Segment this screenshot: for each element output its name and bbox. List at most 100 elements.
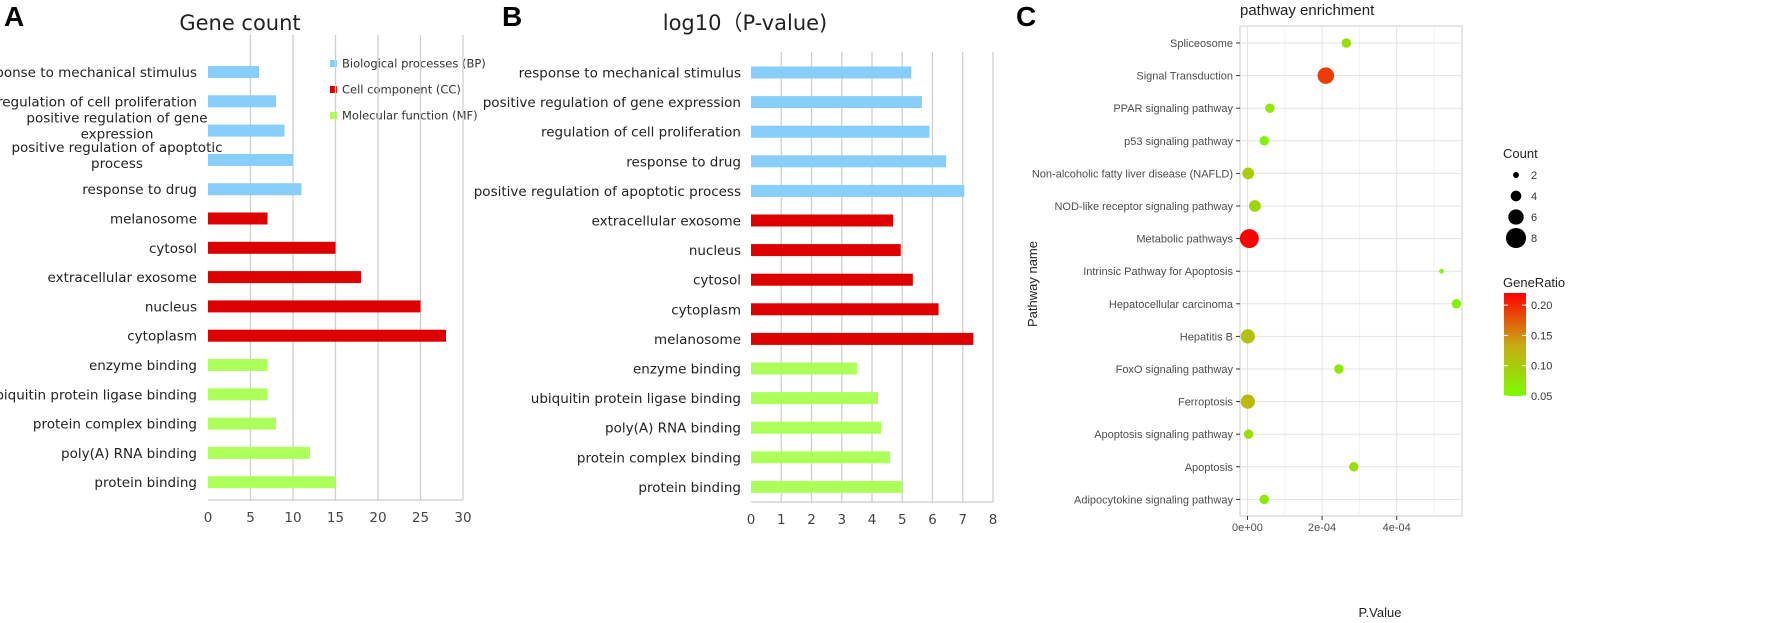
x-tick-label: 2: [807, 512, 816, 528]
count-legend-label: 6: [1531, 212, 1537, 224]
data-point: [1240, 329, 1255, 344]
x-tick-label: 0: [747, 512, 756, 528]
bar: [208, 183, 302, 196]
x-tick-label: 7: [958, 512, 967, 528]
data-point: [1317, 67, 1335, 84]
x-tick-label: 30: [454, 510, 471, 526]
category-label: regulation of cell proliferation: [541, 125, 741, 141]
count-legend-title: Count: [1503, 146, 1538, 161]
pathway-label: PPAR signaling pathway: [1113, 103, 1233, 115]
data-point: [1341, 38, 1352, 48]
x-tick-label: 0: [204, 510, 213, 526]
category-label: regulation of cell proliferation: [0, 94, 197, 110]
pathway-label: Signal Transduction: [1136, 71, 1233, 83]
pathway-label: Apoptosis: [1185, 462, 1234, 474]
category-label: protein complex binding: [577, 450, 741, 466]
colorbar-tick-label: 0.10: [1531, 361, 1552, 373]
x-tick-label: 2e-04: [1308, 522, 1336, 534]
panel-c: C pathway enrichment P.Value Pathway nam…: [1016, 1, 1565, 620]
bar: [751, 392, 879, 405]
bar: [751, 273, 913, 286]
x-tick-label: 3: [837, 512, 846, 528]
bar: [208, 388, 268, 401]
pathway-label: Intrinsic Pathway for Apoptosis: [1083, 266, 1233, 278]
colorbar-tick-label: 0.15: [1531, 330, 1552, 342]
data-point: [1349, 462, 1359, 472]
bar: [751, 362, 857, 375]
x-tick-label: 20: [369, 510, 386, 526]
category-label: poly(A) RNA binding: [61, 446, 197, 462]
bar: [208, 212, 268, 225]
panel-b-title: log10（P-value): [663, 11, 828, 35]
pathway-label: Hepatitis B: [1180, 331, 1233, 343]
x-tick-label: 25: [412, 510, 429, 526]
pathway-label: p53 signaling pathway: [1124, 136, 1233, 148]
bar: [751, 96, 922, 109]
count-legend-label: 8: [1531, 233, 1537, 245]
pathway-label: Non-alcoholic fatty liver disease (NAFLD…: [1032, 168, 1233, 180]
bar: [208, 66, 259, 78]
colorbar-tick-label: 0.05: [1531, 391, 1552, 403]
x-tick-label: 4: [868, 512, 877, 528]
category-label: ubiquitin protein ligase binding: [0, 387, 197, 403]
bar: [751, 214, 894, 227]
category-label: protein binding: [94, 475, 197, 491]
data-point: [1259, 136, 1269, 146]
bar: [208, 95, 276, 108]
colorbar-tick-label: 0.20: [1531, 300, 1552, 312]
legend-swatch: [330, 60, 337, 67]
x-tick-label: 1: [777, 512, 786, 528]
category-label: protein complex binding: [33, 417, 197, 433]
data-point: [1439, 268, 1444, 274]
x-tick-label: 4e-04: [1383, 522, 1411, 534]
category-label: melanosome: [110, 212, 197, 228]
x-tick-label: 5: [898, 512, 907, 528]
bar: [751, 184, 965, 197]
legend-label: Molecular function (MF): [342, 109, 478, 123]
category-label: extracellular exosome: [592, 214, 741, 230]
category-label: response to drug: [626, 154, 741, 170]
category-label: cytoplasm: [671, 302, 741, 318]
count-legend-label: 4: [1531, 191, 1537, 203]
category-label: protein binding: [638, 480, 741, 496]
category-label: cytosol: [149, 241, 197, 257]
x-tick-label: 10: [284, 510, 301, 526]
count-legend-dot: [1513, 172, 1519, 178]
bar: [208, 329, 446, 342]
panel-c-letter: C: [1016, 1, 1036, 32]
category-label: poly(A) RNA binding: [605, 421, 741, 437]
pathway-label: Adipocytokine signaling pathway: [1074, 494, 1233, 506]
pathway-label: Apoptosis signaling pathway: [1094, 429, 1233, 441]
panel-b-letter: B: [502, 1, 522, 32]
data-point: [1240, 394, 1255, 409]
category-label: melanosome: [654, 332, 741, 348]
bar: [208, 153, 293, 166]
category-label: response to mechanical stimulus: [0, 65, 197, 81]
panel-c-ylabel: Pathway name: [1025, 241, 1040, 327]
generatio-colorbar: [1504, 293, 1526, 396]
bar: [751, 303, 939, 316]
category-label: nucleus: [689, 243, 741, 259]
x-tick-label: 0e+00: [1232, 522, 1263, 534]
category-label: response to mechanical stimulus: [519, 66, 741, 82]
data-point: [1259, 494, 1269, 505]
legend-label: Cell component (CC): [342, 83, 461, 97]
pathway-label: FoxO signaling pathway: [1116, 364, 1234, 376]
pathway-label: Hepatocellular carcinoma: [1109, 299, 1234, 311]
bar: [208, 124, 285, 137]
data-point: [1265, 103, 1275, 113]
bar: [208, 417, 276, 430]
category-label: cytoplasm: [127, 329, 197, 345]
category-label: response to drug: [82, 182, 197, 198]
bar: [751, 451, 891, 464]
bar: [208, 241, 336, 254]
bar: [751, 66, 912, 79]
bar: [751, 244, 901, 257]
generatio-legend-title: GeneRatio: [1503, 275, 1565, 290]
panel-a-title: Gene count: [179, 11, 300, 35]
bar: [208, 476, 336, 489]
category-label: enzyme binding: [633, 362, 741, 378]
bar: [208, 271, 361, 284]
